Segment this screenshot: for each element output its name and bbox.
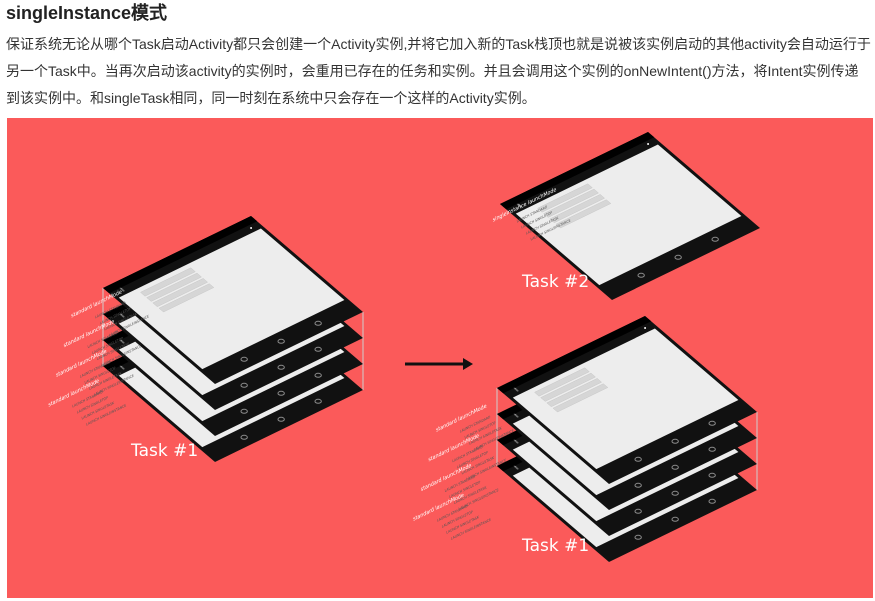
recents-icon [314, 320, 322, 326]
home-icon [277, 364, 285, 370]
recents-icon [314, 398, 322, 404]
recents-icon [711, 236, 719, 242]
home-icon [671, 464, 679, 470]
launch-button [158, 283, 215, 313]
left-task-stack-phone-1: standard launchMode [103, 216, 363, 384]
back-icon [637, 272, 645, 278]
back-icon [634, 482, 642, 488]
launchmode-illustration: standard launchModestandard launchModeLA… [7, 118, 873, 598]
app-bar-title: standard launchMode [119, 339, 127, 345]
app-bar-title: standard launchMode [513, 413, 521, 419]
app-bar-title: standard launchMode [119, 287, 127, 293]
right-arrow-icon [463, 358, 473, 370]
launch-button [540, 372, 596, 402]
home-icon [671, 438, 679, 444]
section-heading: singleInstance模式 [6, 3, 168, 23]
home-icon [674, 254, 682, 260]
launch-button [552, 383, 609, 413]
right-bottom-task-label: Task #1 [522, 536, 590, 556]
back-icon [634, 508, 642, 514]
app-bar-title: standard launchMode [119, 313, 127, 319]
recents-icon [314, 346, 322, 352]
recents-icon [314, 372, 322, 378]
launch-button [549, 194, 605, 223]
home-icon [277, 416, 285, 422]
overflow-menu-icon [250, 227, 253, 229]
app-bar-title: standard launchMode [513, 387, 521, 393]
home-icon [277, 338, 285, 344]
right-bottom-task-stack-phone-1: standard launchMode [497, 316, 757, 484]
home-icon [671, 490, 679, 496]
app-bar-title: standard launchMode [513, 465, 521, 471]
right-top-task-label: Task #2 [522, 272, 590, 292]
launch-button [534, 367, 590, 397]
section-paragraph: 保证系统无论从哪个Task启动Activity都只会创建一个Activity实例… [6, 36, 871, 106]
back-icon [634, 534, 642, 540]
recents-icon [708, 472, 716, 478]
back-icon [240, 408, 248, 414]
back-icon [240, 356, 248, 362]
home-icon [671, 516, 679, 522]
back-icon [634, 456, 642, 462]
illustration-svg: standard launchModestandard launchModeLA… [48, 132, 760, 562]
back-icon [240, 382, 248, 388]
right-top-phone: singleInstance launchMode [500, 132, 760, 300]
home-icon [277, 390, 285, 396]
overflow-menu-icon [647, 143, 650, 145]
launch-button [555, 199, 612, 229]
launch-button [537, 183, 593, 213]
launch-button [546, 378, 602, 407]
back-icon [240, 434, 248, 440]
left-task-label: Task #1 [131, 441, 199, 461]
recents-icon [708, 446, 716, 452]
app-bar-title: standard launchMode [513, 439, 521, 445]
launch-button [146, 272, 202, 302]
launch-button [140, 267, 196, 297]
launch-button [543, 188, 599, 218]
recents-icon [708, 420, 716, 426]
launch-button [152, 278, 208, 307]
app-bar-title: singleInstance launchMode [516, 203, 524, 209]
app-bar-title: standard launchMode [119, 365, 127, 371]
recents-icon [708, 498, 716, 504]
overflow-menu-icon [644, 327, 647, 329]
